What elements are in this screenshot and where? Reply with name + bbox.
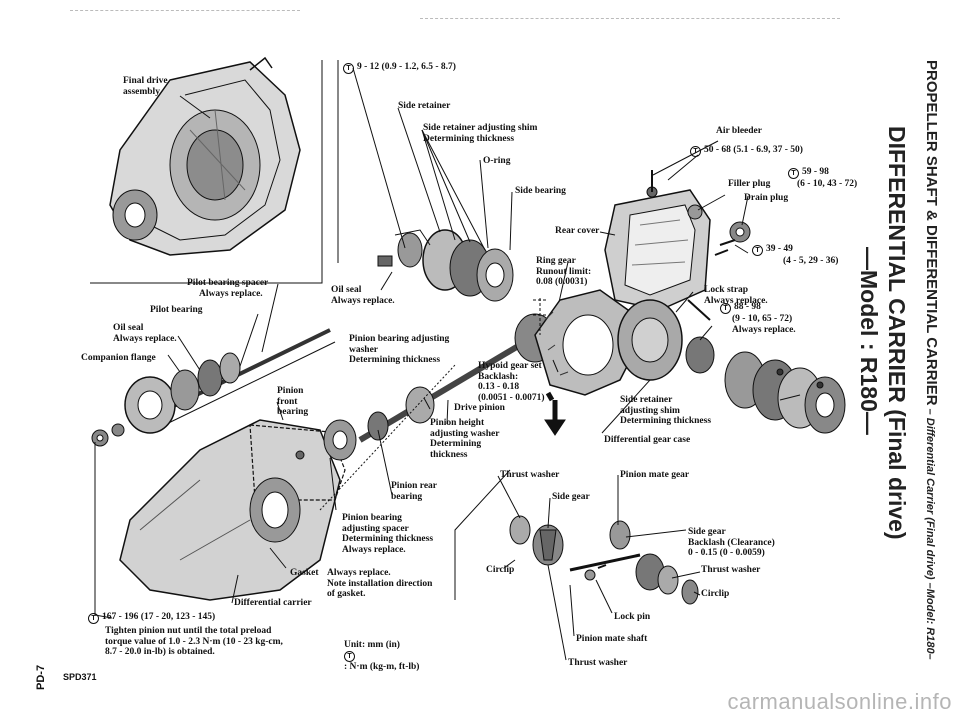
label-thrust-washer-top: Thrust washer [500,470,560,480]
label-o-ring: O-ring [483,156,511,166]
label-side-bearing: Side bearing [515,186,566,196]
label-pinion-mate-gear: Pinion mate gear [620,470,690,480]
label-side-gear-top: Side gear [552,492,590,502]
label-circlip-right: Circlip [701,589,730,599]
final-drive-assembly-drawing [109,56,301,256]
label-side-retainer: Side retainer [398,101,451,111]
torque-icon: T [344,650,355,662]
label-gasket: Gasket [290,568,319,578]
label-thrust-washer-right: Thrust washer [701,565,761,575]
page-title: DIFFERENTIAL CARRIER (Final drive) [884,126,910,540]
pinion-shaft-drawing [91,328,336,447]
rear-cover-drawing [604,170,751,311]
label-gasket-note: Always replace.Note installation directi… [327,568,433,599]
label-preload-note: Tighten pinion nut until the total prelo… [105,626,283,657]
label-units: Unit: mm (in) T: N·m (kg-m, ft-lb) [344,640,420,672]
figure-code: SPD371 [63,672,97,682]
label-circlip-left: Circlip [486,565,515,575]
label-thrust-washer-bottom: Thrust washer [568,658,628,668]
label-drain-plug: Drain plug [744,193,789,203]
torque-filler-plug-imperial: (6 - 10, 43 - 72) [797,179,858,189]
watermark: carmanualsonline.info [727,689,952,714]
page-number: PD-7 [35,664,47,690]
torque-icon: T [752,245,763,256]
torque-icon: T [88,613,99,624]
label-air-bleeder: Air bleeder [716,126,762,136]
differential-case-drawing [617,299,715,381]
label-companion-flange: Companion flange [81,353,156,363]
ring-gear-drawing [534,289,639,396]
side-gear-drawing [509,515,699,605]
label-pinion-mate-shaft: Pinion mate shaft [576,634,648,644]
torque-icon: T [788,168,799,179]
differential-carrier-drawing [119,419,346,601]
label-rear-cover: Rear cover [555,226,600,236]
label-ring-gear-bolt-imperial: (9 - 10, 65 - 72)Always replace. [732,314,796,335]
side-retainer-drawing [377,229,514,302]
label-differential-gear-case: Differential gear case [604,435,691,445]
section-heading: PROPELLER SHAFT & DIFFERENTIAL CARRIER –… [923,60,940,660]
label-pilot-bearing: Pilot bearing [150,305,203,315]
label-differential-carrier: Differential carrier [234,598,312,608]
label-filler-plug: Filler plug [728,179,771,189]
torque-rear-cover-imperial: (4 - 5, 29 - 36) [783,256,839,266]
scan-line [70,10,300,11]
torque-icon: T [343,63,354,74]
scan-line [420,18,840,19]
page-subtitle: —Model : R180— [856,247,882,435]
torque-icon: T [690,146,701,157]
torque-icon: T [720,303,731,314]
side-retainer-right-drawing [724,351,846,434]
label-drive-pinion: Drive pinion [454,403,505,413]
label-lock-pin: Lock pin [614,612,651,622]
